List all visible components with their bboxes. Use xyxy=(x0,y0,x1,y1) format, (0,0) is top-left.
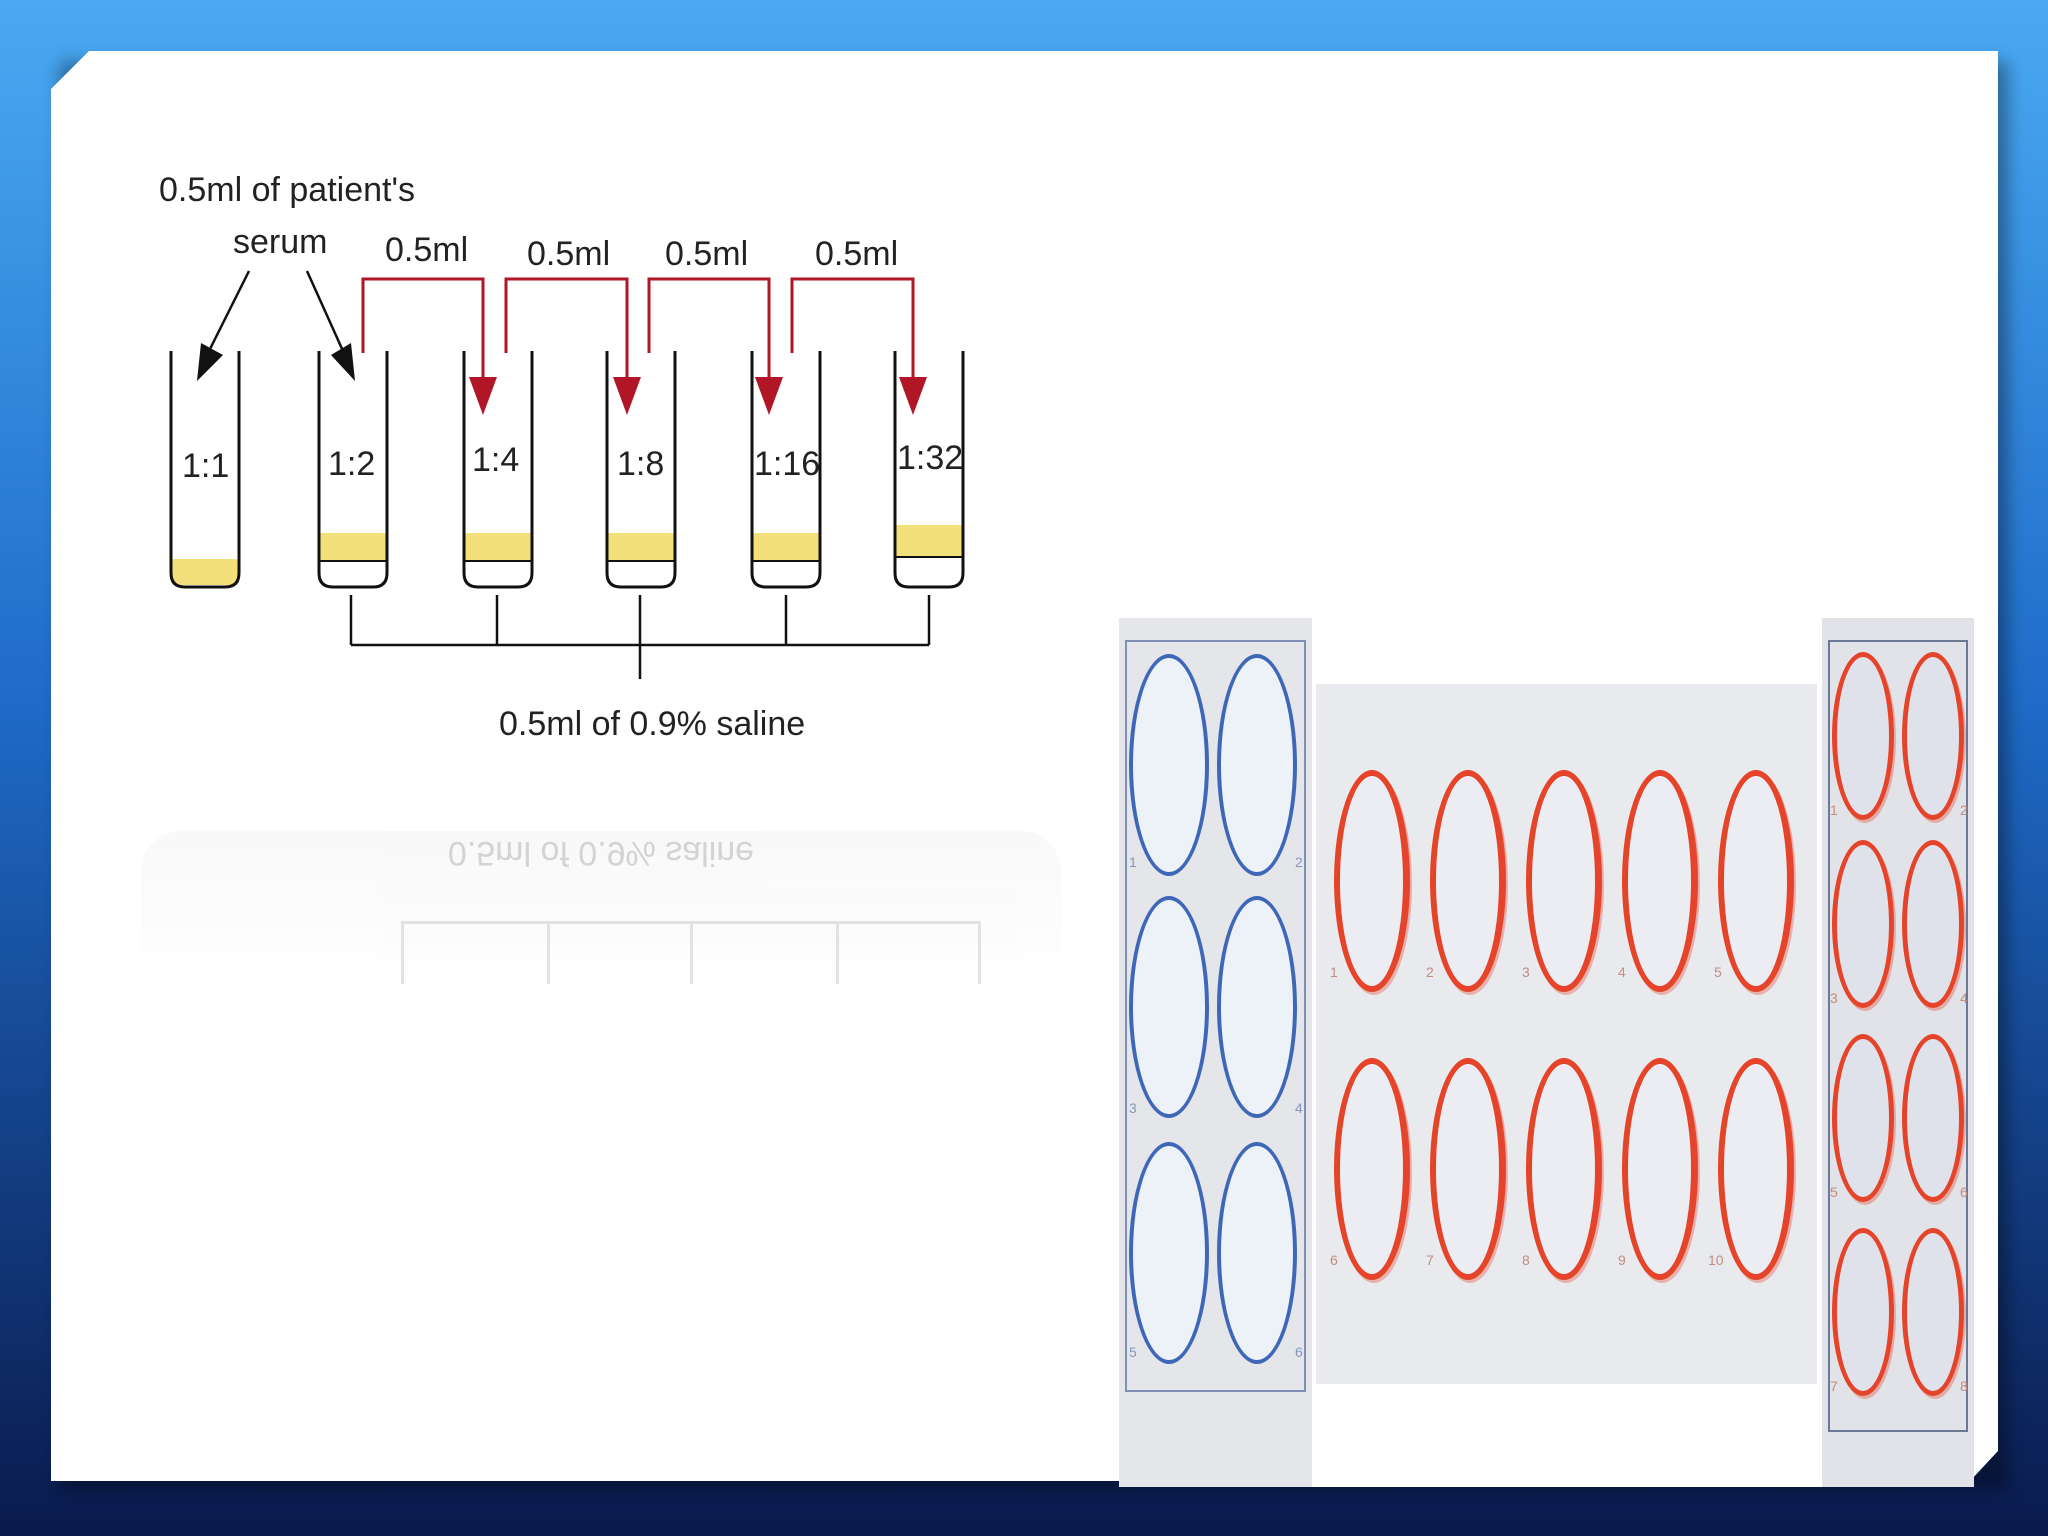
center-num-10: 10 xyxy=(1708,1252,1724,1268)
left-well-4 xyxy=(1217,896,1297,1118)
center-num-5: 5 xyxy=(1714,964,1722,980)
center-well-2 xyxy=(1430,770,1506,992)
left-num-5: 5 xyxy=(1129,1344,1137,1360)
center-num-6: 6 xyxy=(1330,1252,1338,1268)
center-num-3: 3 xyxy=(1522,964,1530,980)
tube-ratio-6: 1:32 xyxy=(897,439,963,477)
center-card: 1 2 3 4 5 6 7 8 9 10 xyxy=(1316,684,1817,1384)
left-num-1: 1 xyxy=(1129,854,1137,870)
right-num-1: 1 xyxy=(1830,802,1838,818)
transfer-label-1: 0.5ml xyxy=(385,231,468,269)
transfer-label-3: 0.5ml xyxy=(665,235,748,273)
right-well-7 xyxy=(1832,1228,1894,1396)
right-num-3: 3 xyxy=(1830,990,1838,1006)
right-well-6 xyxy=(1902,1034,1964,1202)
center-well-3 xyxy=(1526,770,1602,992)
right-num-4: 4 xyxy=(1960,990,1968,1006)
center-well-6 xyxy=(1334,1058,1410,1280)
transfer-label-2: 0.5ml xyxy=(527,235,610,273)
right-well-8 xyxy=(1902,1228,1964,1396)
center-num-9: 9 xyxy=(1618,1252,1626,1268)
right-num-5: 5 xyxy=(1830,1184,1838,1200)
left-num-2: 2 xyxy=(1295,854,1303,870)
tube-1: 1:1 xyxy=(171,351,239,587)
serum-arrows xyxy=(197,271,355,381)
right-num-7: 7 xyxy=(1830,1378,1838,1394)
left-well-1 xyxy=(1129,654,1209,876)
left-plate: 1 2 3 4 5 6 xyxy=(1119,618,1312,1487)
tube-ratio-3: 1:4 xyxy=(472,441,519,479)
left-plate-grid xyxy=(1125,640,1306,1392)
transfer-arrows xyxy=(363,279,913,381)
center-well-5 xyxy=(1718,770,1794,992)
right-plate: 1 2 3 4 5 6 7 8 xyxy=(1822,618,1974,1487)
right-well-1 xyxy=(1832,652,1894,820)
right-well-3 xyxy=(1832,840,1894,1008)
right-num-8: 8 xyxy=(1960,1378,1968,1394)
tube-6: 1:32 xyxy=(895,351,963,587)
reflection-text: 0.5ml of 0.9% saline xyxy=(447,834,755,872)
center-num-2: 2 xyxy=(1426,964,1434,980)
left-well-2 xyxy=(1217,654,1297,876)
left-well-5 xyxy=(1129,1142,1209,1364)
right-plate-grid xyxy=(1828,640,1968,1432)
serum-label-line2: serum xyxy=(233,223,327,261)
center-well-10 xyxy=(1718,1058,1794,1280)
tube-2: 1:2 xyxy=(319,351,387,587)
center-num-1: 1 xyxy=(1330,964,1338,980)
tube-3: 1:4 xyxy=(464,351,532,587)
right-well-4 xyxy=(1902,840,1964,1008)
left-num-3: 3 xyxy=(1129,1100,1137,1116)
right-num-2: 2 xyxy=(1960,802,1968,818)
right-well-5 xyxy=(1832,1034,1894,1202)
tube-ratio-5: 1:16 xyxy=(754,445,820,483)
tube-5: 1:16 xyxy=(752,351,820,587)
left-num-4: 4 xyxy=(1295,1100,1303,1116)
tube-ratio-4: 1:8 xyxy=(617,445,664,483)
center-well-8 xyxy=(1526,1058,1602,1280)
left-well-6 xyxy=(1217,1142,1297,1364)
reflection-bracket xyxy=(401,921,981,984)
serial-dilution-diagram: 0.5ml of patient's serum 0.5ml 0.5ml 0.5… xyxy=(51,51,1151,851)
right-well-2 xyxy=(1902,652,1964,820)
center-num-4: 4 xyxy=(1618,964,1626,980)
saline-label: 0.5ml of 0.9% saline xyxy=(499,705,805,743)
tube-ratio-1: 1:1 xyxy=(182,447,229,485)
center-well-9 xyxy=(1622,1058,1698,1280)
serum-label-line1: 0.5ml of patient's xyxy=(159,171,415,209)
center-well-1 xyxy=(1334,770,1410,992)
center-num-7: 7 xyxy=(1426,1252,1434,1268)
center-well-4 xyxy=(1622,770,1698,992)
center-well-7 xyxy=(1430,1058,1506,1280)
left-well-3 xyxy=(1129,896,1209,1118)
transfer-label-4: 0.5ml xyxy=(815,235,898,273)
diagram-reflection: 0.5ml of 0.9% saline xyxy=(141,831,1061,991)
tube-4: 1:8 xyxy=(607,351,675,587)
left-num-6: 6 xyxy=(1295,1344,1303,1360)
tube-ratio-2: 1:2 xyxy=(328,445,375,483)
saline-bracket xyxy=(351,595,929,679)
right-num-6: 6 xyxy=(1960,1184,1968,1200)
center-num-8: 8 xyxy=(1522,1252,1530,1268)
transfer-arrowheads xyxy=(469,377,927,415)
agglutination-plates-photo: 1 2 3 4 5 6 1 2 3 4 5 6 7 8 9 10 xyxy=(1119,618,1974,1487)
